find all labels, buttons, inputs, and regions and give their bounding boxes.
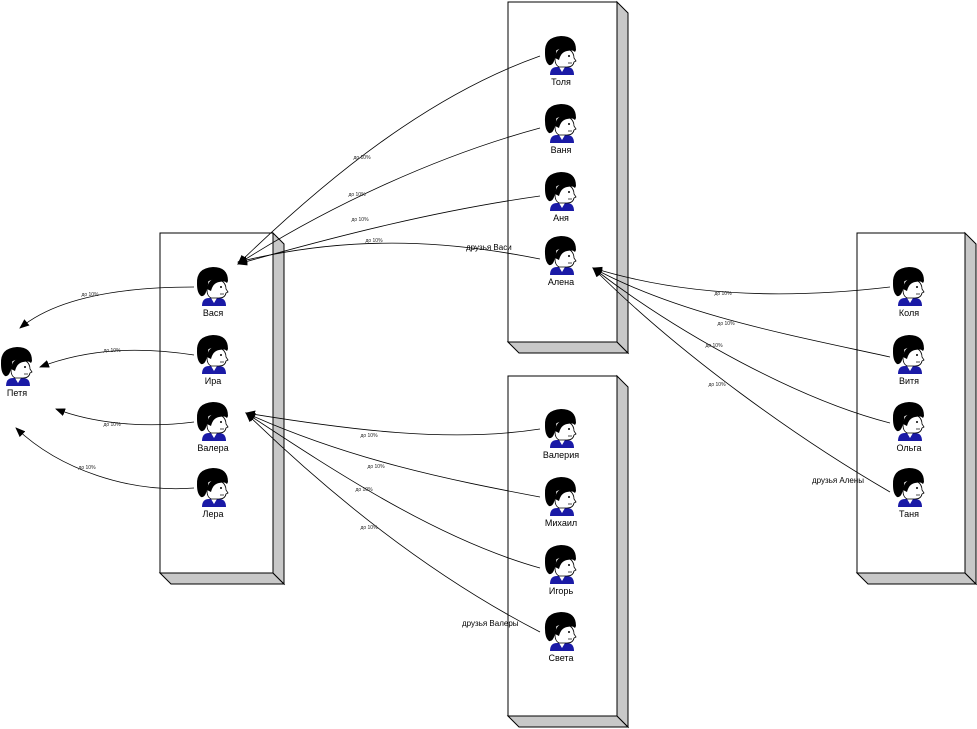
- edge-vanya-vasya: [237, 127, 541, 265]
- person-name: Ольга: [897, 443, 922, 453]
- person-icon: [544, 104, 577, 143]
- person-name: Таня: [899, 509, 919, 519]
- group-label-alena-friends: друзья Алены: [812, 476, 864, 485]
- edge-label: до 10%: [365, 238, 383, 244]
- edge-label: до 10%: [103, 348, 121, 354]
- person-vitya: Витя: [892, 335, 925, 386]
- person-icon: [892, 335, 925, 374]
- person-name: Валерия: [543, 450, 579, 460]
- person-name: Михаил: [545, 518, 577, 528]
- edge-label: до 10%: [367, 464, 385, 470]
- edge-label: до 10%: [714, 291, 732, 297]
- group-labels: друзья Васи друзья Валеры друзья Алены: [462, 243, 864, 628]
- person-name: Игорь: [549, 586, 574, 596]
- edge-label: до 10%: [355, 487, 373, 493]
- person-lera: Лера: [196, 468, 229, 519]
- person-olga: Ольга: [892, 402, 925, 453]
- edge-label: до 10%: [103, 422, 121, 428]
- edge-label: до 10%: [717, 321, 735, 327]
- edge-anya-vasya: [237, 195, 541, 266]
- person-kolya: Коля: [892, 267, 925, 318]
- edge-ira-petya: [39, 349, 195, 368]
- person-icon: [196, 468, 229, 507]
- edge-mikhail-valera: [245, 412, 541, 498]
- edge-label: до 10%: [78, 465, 96, 471]
- edge-labels: до 10% до 10% до 10% до 10% до 10% до 10…: [78, 155, 735, 531]
- person-icon: [544, 545, 577, 584]
- person-icon: [544, 612, 577, 651]
- edge-tanya-alena: [592, 267, 891, 493]
- edge-label: до 10%: [708, 382, 726, 388]
- person-icon: [196, 267, 229, 306]
- edge-olga-alena: [592, 267, 891, 424]
- group-label-valera-friends: друзья Валеры: [462, 619, 519, 628]
- edge-label: до 10%: [705, 343, 723, 349]
- person-mikhail: Михаил: [545, 477, 577, 528]
- person-icon: [196, 335, 229, 374]
- person-petya: Петя: [0, 347, 33, 398]
- edge-label: до 10%: [360, 525, 378, 531]
- person-igor: Игорь: [544, 545, 577, 596]
- person-icon: [544, 409, 577, 448]
- person-ira: Ира: [196, 335, 229, 386]
- person-icon: [544, 236, 577, 275]
- person-name: Витя: [899, 376, 919, 386]
- edge-vitya-alena: [592, 267, 891, 358]
- person-name: Валера: [197, 443, 228, 453]
- person-icon: [892, 267, 925, 306]
- person-icon: [544, 172, 577, 211]
- group-label-vasya-friends: друзья Васи: [466, 243, 512, 252]
- person-vasya: Вася: [196, 267, 229, 318]
- person-icon: [544, 477, 577, 516]
- edges: [15, 55, 891, 633]
- edge-label: до 10%: [81, 292, 99, 298]
- person-icon: [892, 402, 925, 441]
- edge-valera-petya: [55, 408, 195, 426]
- person-name: Толя: [551, 77, 571, 87]
- edge-label: до 10%: [348, 192, 366, 198]
- person-valera: Валера: [196, 402, 229, 453]
- edge-kolya-alena: [592, 266, 891, 295]
- person-alena: Алена: [544, 236, 577, 287]
- edge-igor-valera: [245, 412, 541, 569]
- person-name: Ваня: [551, 145, 572, 155]
- edge-alena-vasya: [237, 242, 541, 264]
- person-icon: [544, 36, 577, 75]
- edge-label: до 10%: [360, 433, 378, 439]
- person-vanya: Ваня: [544, 104, 577, 155]
- person-name: Алена: [548, 277, 574, 287]
- person-name: Лера: [203, 509, 224, 519]
- edge-sveta-valera: [245, 412, 541, 633]
- person-name: Ира: [205, 376, 221, 386]
- edge-valeriya-valera: [245, 410, 541, 436]
- person-name: Аня: [553, 213, 569, 223]
- edge-vasya-petya: [19, 286, 195, 329]
- person-tanya: Таня: [892, 468, 925, 519]
- person-name: Света: [549, 653, 574, 663]
- person-valeriya: Валерия: [543, 409, 579, 460]
- person-tolya: Толя: [544, 36, 577, 87]
- person-name: Вася: [203, 308, 224, 318]
- edge-tolya-vasya: [237, 55, 541, 265]
- person-name: Коля: [899, 308, 919, 318]
- person-name: Петя: [7, 388, 27, 398]
- edge-lera-petya: [15, 427, 195, 490]
- person-icon: [196, 402, 229, 441]
- edge-label: до 10%: [351, 217, 369, 223]
- edge-label: до 10%: [353, 155, 371, 161]
- person-anya: Аня: [544, 172, 577, 223]
- person-sveta: Света: [544, 612, 577, 663]
- person-icon: [892, 468, 925, 507]
- person-icon: [0, 347, 33, 386]
